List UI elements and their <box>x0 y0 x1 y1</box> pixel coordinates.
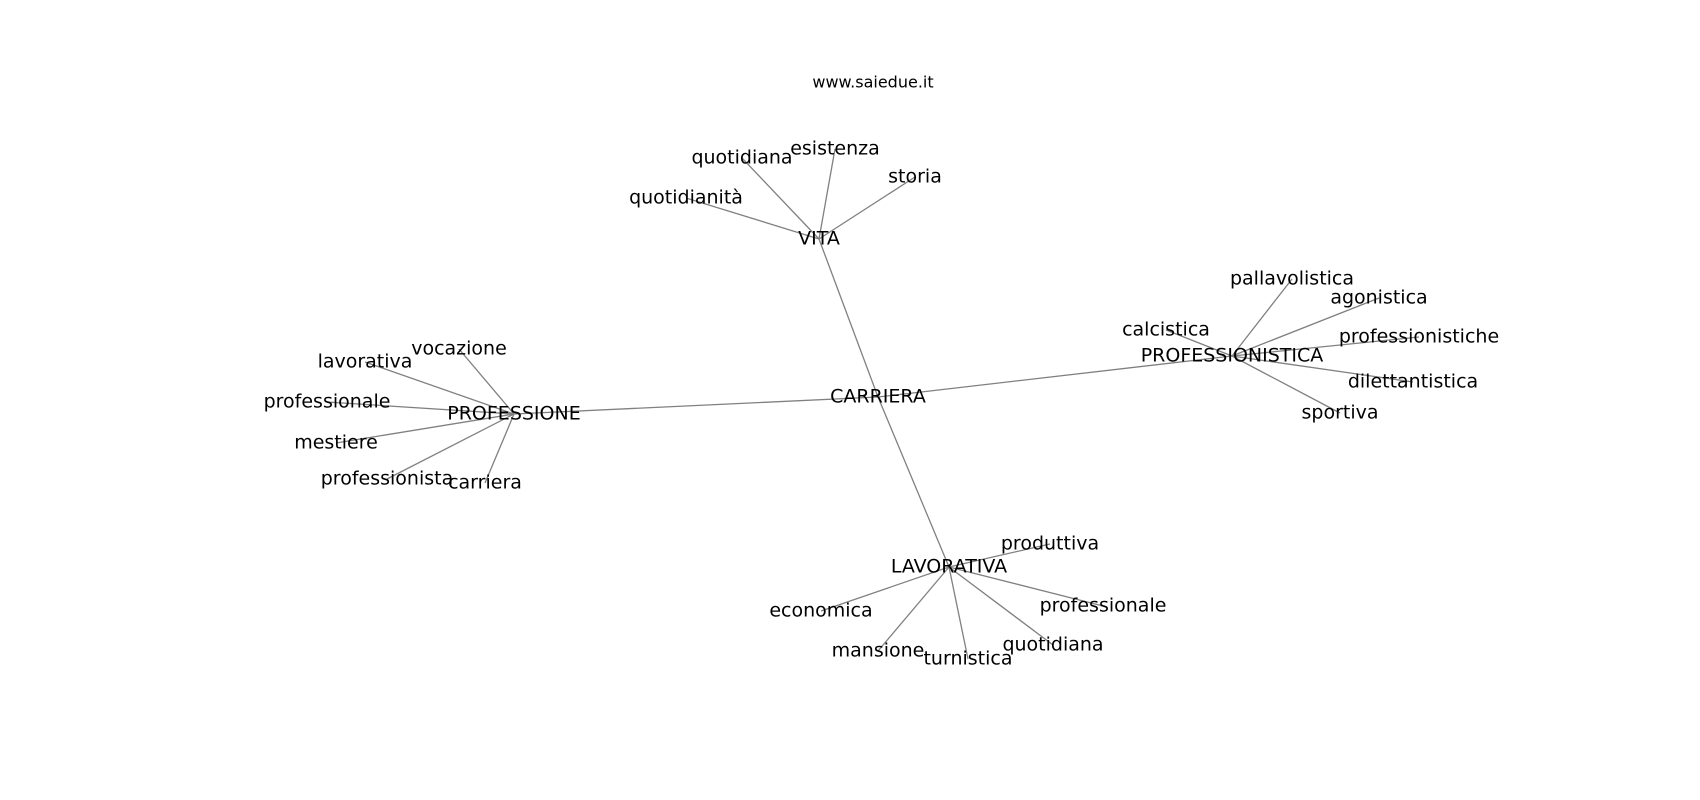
node-label-professionistica: PROFESSIONISTICA <box>1141 345 1324 367</box>
node-label-lavorativa_prof: lavorativa <box>318 351 413 373</box>
node-label-vita: VITA <box>798 228 840 250</box>
edge-professione-mestiere <box>335 413 515 444</box>
edge-vita-quotidiana_vita <box>741 157 820 240</box>
node-label-quotidianita: quotidianità <box>629 187 743 209</box>
node-label-vocazione: vocazione <box>411 338 507 360</box>
node-label-carriera_root: CARRIERA <box>830 386 926 408</box>
node-label-quotidiana_lav: quotidiana <box>1002 634 1103 656</box>
edge-lavorativa-turnistica <box>948 566 969 660</box>
edge-professionistica-dilettantistica <box>1231 355 1414 383</box>
edge-professione-professionale_prof <box>326 401 515 415</box>
node-label-quotidiana_vita: quotidiana <box>691 147 792 169</box>
node-label-agonistica: agonistica <box>1330 287 1427 309</box>
node-label-produttiva: produttiva <box>1001 533 1099 555</box>
edge-professione-professionista <box>386 413 515 480</box>
edge-vita-storia <box>818 176 916 240</box>
node-label-storia: storia <box>888 166 942 188</box>
edge-vita-esistenza <box>818 148 836 240</box>
edges-layer <box>326 148 1420 660</box>
node-label-professione: PROFESSIONE <box>447 403 580 425</box>
edge-lavorativa-mansione <box>877 566 950 652</box>
edge-professione-carriera_leaf <box>484 413 515 484</box>
edge-lavorativa-quotidiana_lav <box>948 566 1054 646</box>
node-label-turnistica: turnistica <box>923 648 1012 670</box>
node-label-professionale_lav: professionale <box>1040 595 1167 617</box>
node-label-sportiva: sportiva <box>1301 402 1378 424</box>
site-label: www.saiedue.it <box>812 73 933 92</box>
edge-carriera_root-professione <box>513 396 879 415</box>
node-label-professionista: professionista <box>321 468 453 490</box>
node-label-dilettantistica: dilettantistica <box>1348 371 1478 393</box>
node-label-esistenza: esistenza <box>790 138 880 160</box>
edge-professionistica-agonistica <box>1231 297 1380 357</box>
edge-professionistica-pallavolistica <box>1231 278 1293 357</box>
edge-professionistica-calcistica <box>1165 329 1233 357</box>
node-label-pallavolistica: pallavolistica <box>1230 268 1354 290</box>
node-label-lavorativa: LAVORATIVA <box>891 556 1007 578</box>
edge-professionistica-sportiva <box>1231 355 1341 414</box>
edge-lavorativa-professionale_lav <box>948 566 1104 607</box>
edge-professione-vocazione <box>458 348 515 415</box>
nodes-layer: CARRIERA VITA PROFESSIONE PROFESSIONISTICA L… <box>264 138 1500 670</box>
edge-lavorativa-economica <box>820 566 950 612</box>
edge-professione-lavorativa_prof <box>364 361 515 415</box>
edge-vita-quotidianita <box>685 197 820 240</box>
node-label-carriera_leaf: carriera <box>448 472 522 494</box>
node-label-professionale_prof: professionale <box>264 391 391 413</box>
edge-carriera_root-lavorativa <box>877 396 950 568</box>
edge-lavorativa-produttiva <box>948 543 1051 568</box>
node-label-economica: economica <box>769 600 872 622</box>
edge-carriera_root-vita <box>818 238 879 398</box>
node-label-mansione: mansione <box>832 640 925 662</box>
node-label-mestiere: mestiere <box>294 432 378 454</box>
edge-carriera_root-professionistica <box>877 355 1233 398</box>
node-label-calcistica: calcistica <box>1122 319 1210 341</box>
edge-professionistica-professionistiche <box>1231 336 1420 357</box>
node-label-professionistiche: professionistiche <box>1339 326 1499 348</box>
